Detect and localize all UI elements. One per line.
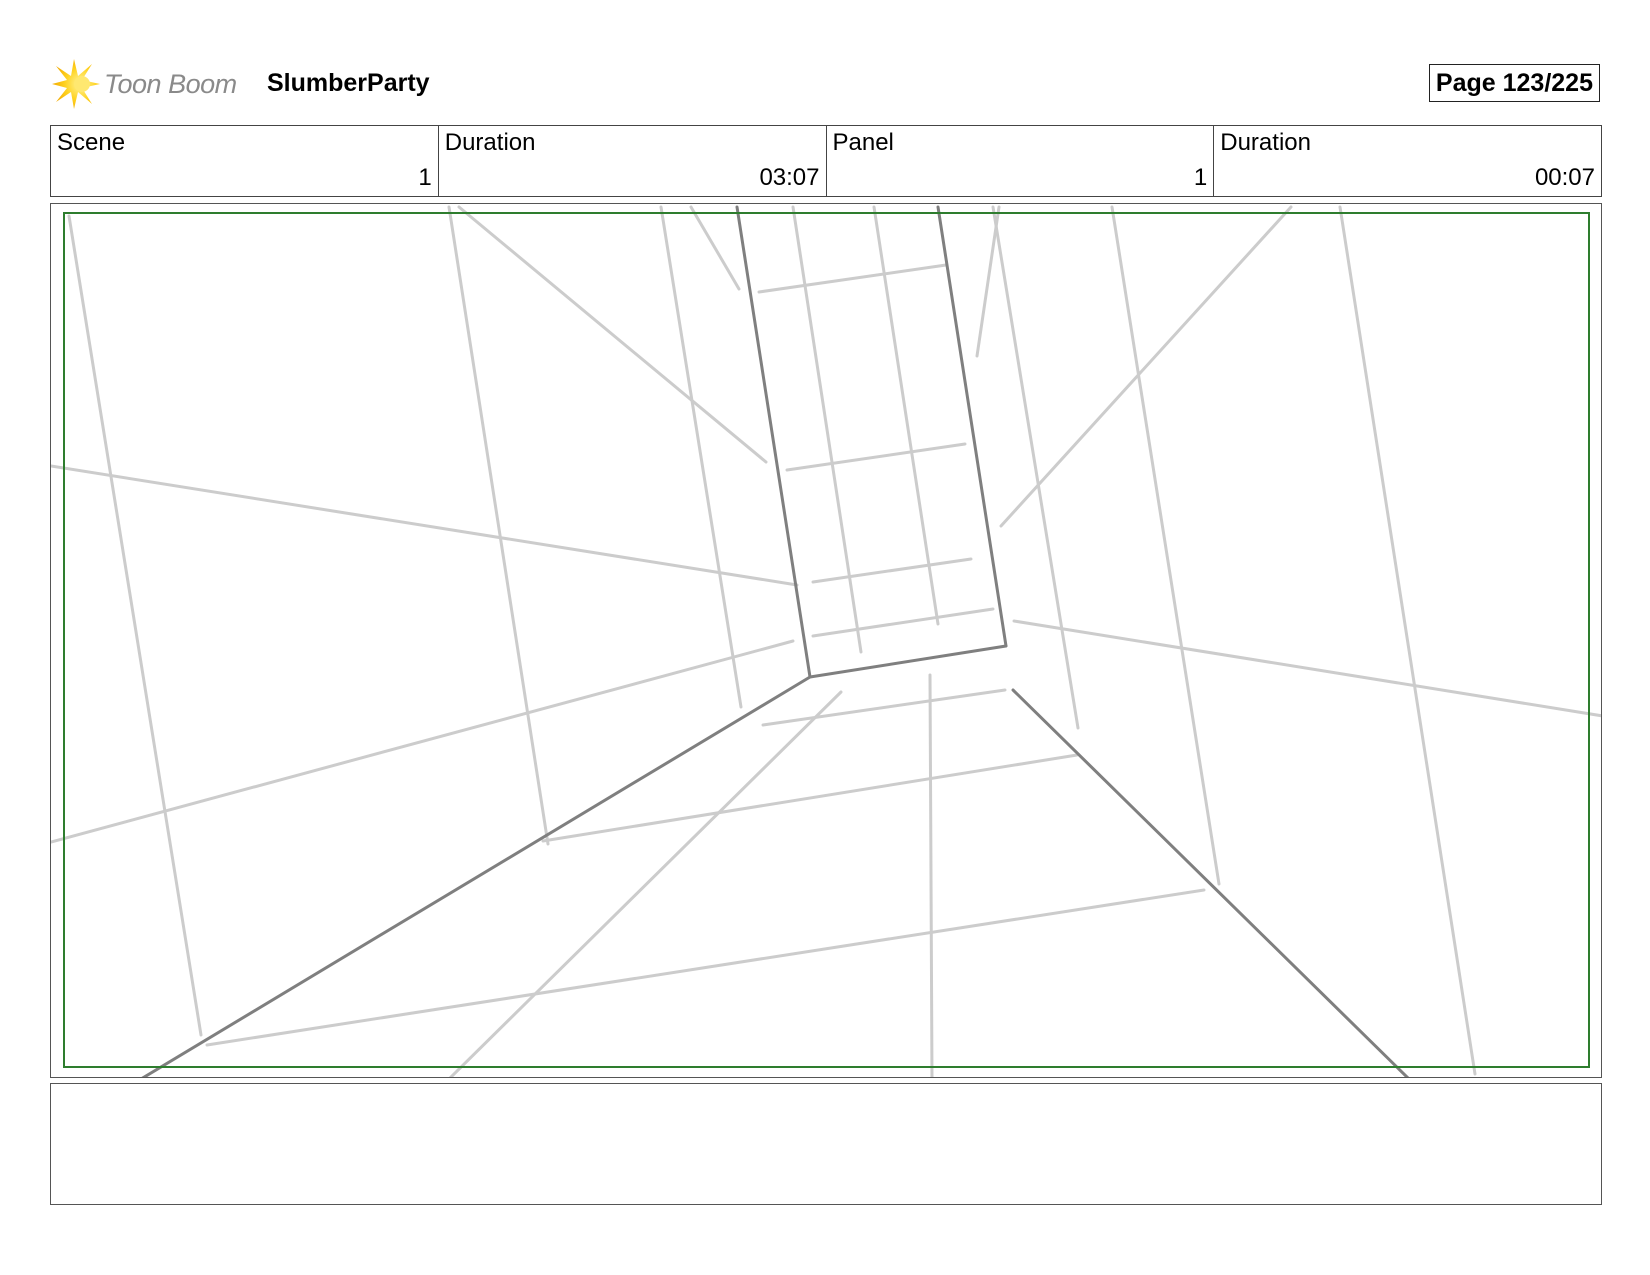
construction-line bbox=[785, 442, 967, 472]
construction-line bbox=[999, 205, 1293, 528]
construction-line bbox=[457, 205, 768, 464]
floor-left-edge bbox=[141, 675, 812, 1077]
construction-line bbox=[67, 214, 203, 1037]
panel-duration-label: Duration bbox=[1220, 129, 1311, 156]
logo-text: Toon Boom bbox=[104, 68, 237, 99]
project-title: SlumberParty bbox=[267, 69, 430, 97]
construction-line bbox=[1012, 619, 1601, 718]
panel-info-table: Scene 1 Duration 03:07 Panel 1 Duration … bbox=[50, 125, 1602, 197]
construction-line bbox=[1338, 205, 1477, 1076]
construction-line bbox=[975, 205, 1001, 358]
construction-line bbox=[541, 753, 1079, 843]
construction-line bbox=[811, 557, 973, 584]
construction-line bbox=[689, 205, 741, 291]
construction-lines bbox=[51, 205, 1601, 1077]
toon-boom-logo: Toon Boom bbox=[52, 57, 252, 111]
toon-boom-burst-icon bbox=[52, 59, 100, 109]
page-header: Toon Boom SlumberParty Page 123/225 bbox=[50, 55, 1600, 115]
panel-cell: Panel 1 bbox=[827, 126, 1215, 196]
construction-line bbox=[991, 205, 1080, 730]
construction-line bbox=[448, 690, 843, 1077]
scene-duration-cell: Duration 03:07 bbox=[439, 126, 827, 196]
panel-duration-value: 00:07 bbox=[1534, 164, 1595, 191]
storyboard-panel bbox=[50, 203, 1602, 1078]
construction-line bbox=[205, 888, 1206, 1047]
construction-line bbox=[811, 607, 995, 638]
construction-line bbox=[1110, 205, 1221, 886]
panel-label: Panel bbox=[832, 129, 894, 156]
scene-duration-label: Duration bbox=[444, 129, 536, 156]
construction-line bbox=[791, 205, 863, 654]
construction-line bbox=[51, 464, 799, 587]
perspective-sketch bbox=[51, 205, 1601, 1077]
construction-line bbox=[928, 673, 934, 1077]
scene-duration-value: 03:07 bbox=[759, 164, 820, 191]
construction-line bbox=[757, 263, 948, 294]
construction-line bbox=[761, 688, 1007, 727]
construction-line bbox=[872, 205, 940, 626]
back-wall-floor-edge bbox=[808, 644, 1008, 679]
key-lines bbox=[141, 205, 1410, 1077]
panel-duration-cell: Duration 00:07 bbox=[1214, 126, 1601, 196]
panel-notes-box[interactable] bbox=[50, 1083, 1602, 1205]
scene-label: Scene bbox=[57, 129, 126, 156]
construction-line bbox=[659, 205, 743, 709]
floor-right-edge bbox=[1011, 688, 1410, 1077]
scene-value: 1 bbox=[418, 164, 432, 191]
construction-line bbox=[51, 639, 795, 844]
panel-value: 1 bbox=[1193, 164, 1208, 191]
construction-line bbox=[447, 205, 550, 846]
page-number: Page 123/225 bbox=[1428, 64, 1600, 102]
back-wall-left-edge bbox=[735, 205, 812, 679]
back-wall-right-edge bbox=[936, 205, 1008, 648]
scene-cell: Scene 1 bbox=[51, 126, 439, 196]
